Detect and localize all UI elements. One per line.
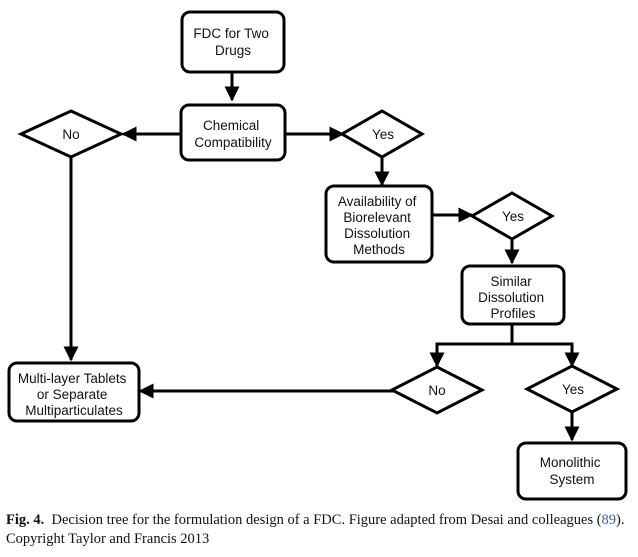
yes-diamond-2 bbox=[468, 191, 556, 241]
chemical-box bbox=[179, 103, 287, 162]
start-label: FDC for Two Drugs bbox=[193, 26, 272, 58]
yes-label-1: Yes bbox=[372, 127, 394, 142]
yes-label-3: Yes bbox=[562, 382, 584, 397]
no-diamond-1 bbox=[17, 109, 125, 159]
monolithic-label: Monolithic System bbox=[540, 455, 605, 487]
similar-box bbox=[460, 264, 566, 326]
no-label-2: No bbox=[428, 383, 445, 398]
chemical-label: Chemical Compatibility bbox=[194, 118, 272, 150]
figure-caption: Fig. 4. Decision tree for the formulatio… bbox=[6, 511, 632, 549]
caption-text-1: Decision tree for the formulation design… bbox=[51, 512, 602, 528]
figure-label: Fig. 4. bbox=[6, 512, 45, 528]
multilayer-label: Multi-layer Tablets or Separate Multipar… bbox=[18, 371, 130, 418]
decision-tree-diagram: FDC for Two Drugs Chemical Compatibility… bbox=[7, 10, 628, 501]
similar-label: Similar Dissolution Profiles bbox=[478, 274, 548, 321]
start-box bbox=[180, 10, 286, 74]
availability-label: Availability of Biorelevant Dissolution … bbox=[338, 194, 420, 257]
reference-link[interactable]: 89 bbox=[601, 512, 617, 528]
yes-label-2: Yes bbox=[502, 209, 524, 224]
no-label-1: No bbox=[62, 127, 79, 142]
yes-diamond-1 bbox=[338, 109, 426, 159]
no-diamond-2 bbox=[388, 365, 486, 415]
monolithic-box bbox=[516, 441, 628, 501]
caption-text-2: ). Copyright Taylor and Francis 2013 bbox=[6, 512, 625, 547]
multilayer-box bbox=[7, 361, 141, 423]
connector-similar-branch bbox=[429, 324, 514, 368]
connector-similar-branch-yes bbox=[512, 342, 580, 368]
availability-box bbox=[324, 184, 434, 264]
yes-diamond-3 bbox=[523, 364, 621, 414]
